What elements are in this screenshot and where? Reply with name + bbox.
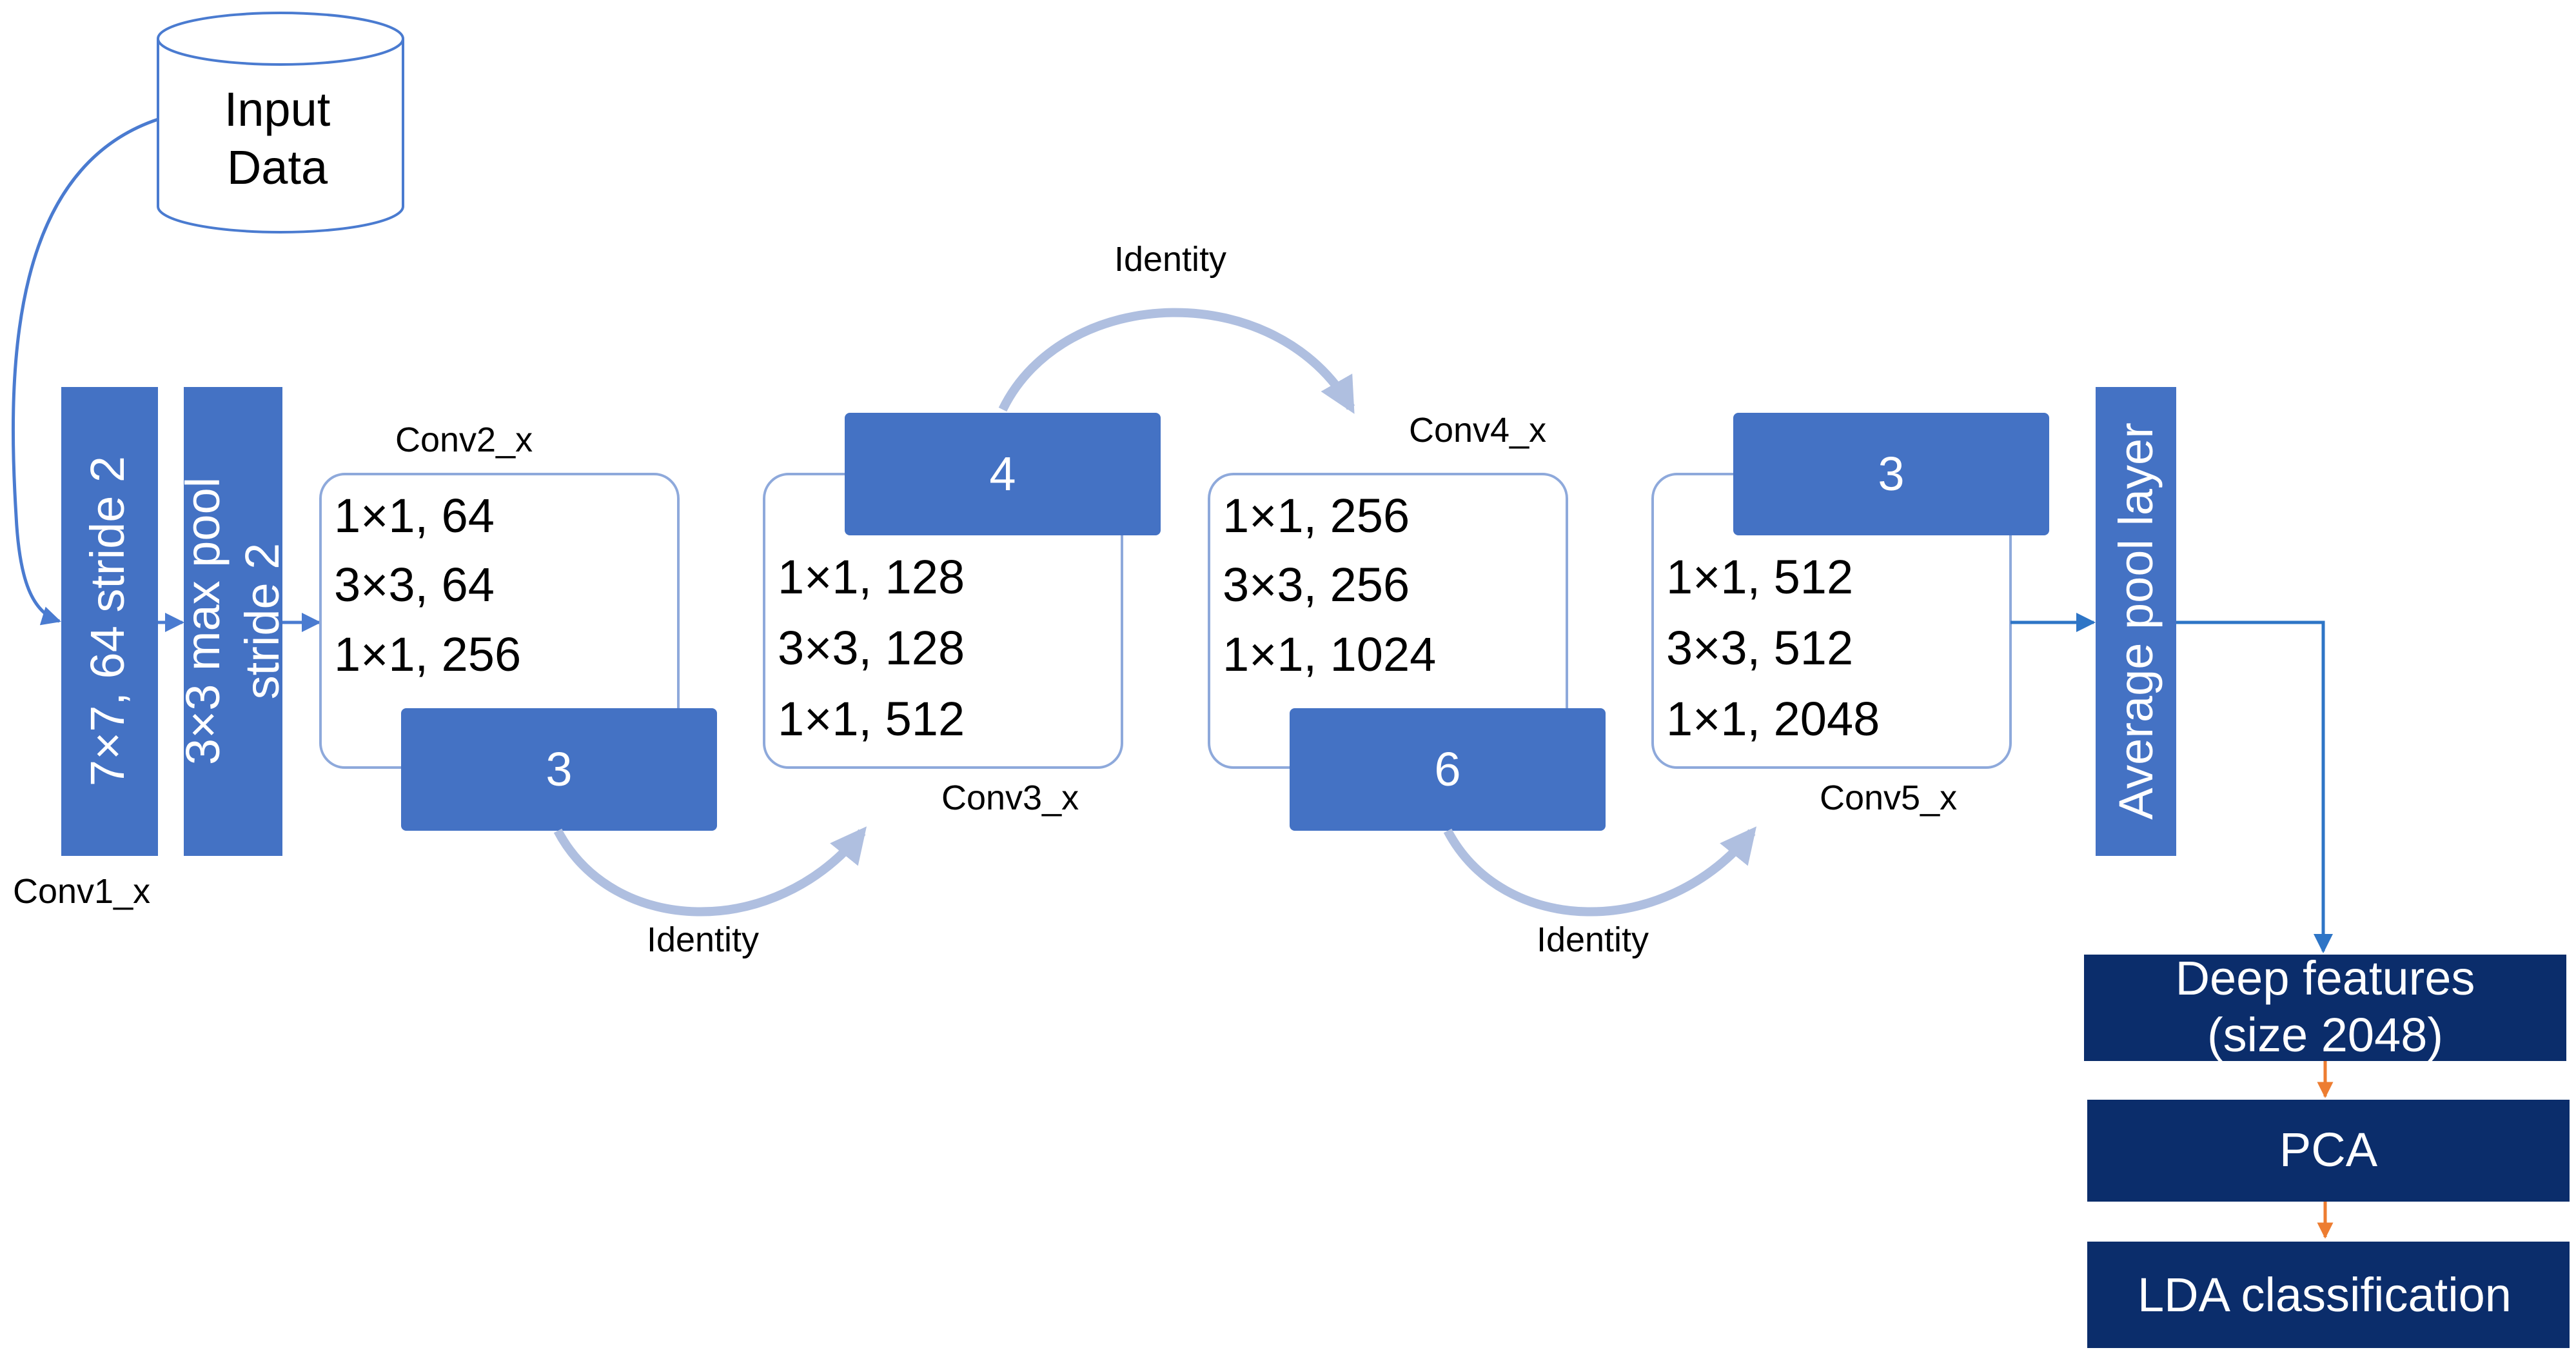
conv2-row: 1×1, 64 <box>334 489 495 542</box>
pca-block <box>2087 1100 2570 1202</box>
input-data-cylinder: Input Data <box>157 12 404 233</box>
identity-arc-1 <box>553 826 867 917</box>
identity-arc-3 <box>1443 826 1757 917</box>
conv2-repeat-count: 3 <box>546 742 572 796</box>
conv3-row: 1×1, 512 <box>778 692 965 746</box>
identity-label-3: Identity <box>1537 920 1649 959</box>
avg-pool-label: Average pool layer <box>2109 422 2163 820</box>
conv3-label: Conv3_x <box>941 779 1079 817</box>
conv5-row: 1×1, 2048 <box>1666 692 1880 746</box>
conv1-block-7x7 <box>61 387 158 856</box>
conv4-repeat-block <box>1290 708 1606 831</box>
conv4-row: 1×1, 256 <box>1223 489 1410 542</box>
conv1-maxpool-line2: stride 2 <box>235 543 289 700</box>
conv1-maxpool-line1: 3×3 max pool <box>176 477 230 765</box>
conv2-row: 1×1, 256 <box>334 628 521 681</box>
deep-features-block <box>2084 955 2566 1061</box>
conv5-row: 3×3, 512 <box>1666 621 1853 675</box>
conv3-row: 1×1, 128 <box>778 550 965 604</box>
input-data-line1: Input <box>224 83 331 136</box>
conv3-repeat-block <box>845 413 1161 535</box>
conv1-label: Conv1_x <box>13 872 150 911</box>
conv1-block-7x7-label: 7×7, 64 stride 2 <box>81 456 134 786</box>
deep-features-line1: Deep features <box>2176 951 2475 1005</box>
conv5-repeat-count: 3 <box>1878 447 1904 501</box>
conv2-repeat-block <box>401 708 717 831</box>
conv4-repeat-count: 6 <box>1434 742 1460 796</box>
lda-label: LDA classification <box>2138 1268 2512 1322</box>
identity-label-2: Identity <box>1114 240 1226 279</box>
conv5-repeat-block <box>1733 413 2049 535</box>
pca-label: PCA <box>2279 1123 2378 1176</box>
conv5-row: 1×1, 512 <box>1666 550 1853 604</box>
identity-arc-2 <box>998 308 1355 414</box>
conv2-row: 3×3, 64 <box>334 558 495 611</box>
conv4-label: Conv4_x <box>1409 411 1546 450</box>
deep-features-line2: (size 2048) <box>2207 1008 2443 1062</box>
conv3-repeat-count: 4 <box>989 447 1016 501</box>
input-data-line2: Data <box>227 141 328 194</box>
identity-label-1: Identity <box>647 920 759 959</box>
conv3-row: 3×3, 128 <box>778 621 965 675</box>
lda-block <box>2087 1242 2570 1348</box>
avgpool-to-features-arrow <box>2176 620 2333 953</box>
conv1-block-maxpool <box>184 387 282 856</box>
avg-pool-layer <box>2096 387 2176 856</box>
conv4-row: 1×1, 1024 <box>1223 628 1436 681</box>
conv4-row: 3×3, 256 <box>1223 558 1410 611</box>
conv2-label: Conv2_x <box>395 421 533 459</box>
conv5-label: Conv5_x <box>1820 779 1957 817</box>
input-to-conv1-arrow <box>11 117 159 626</box>
